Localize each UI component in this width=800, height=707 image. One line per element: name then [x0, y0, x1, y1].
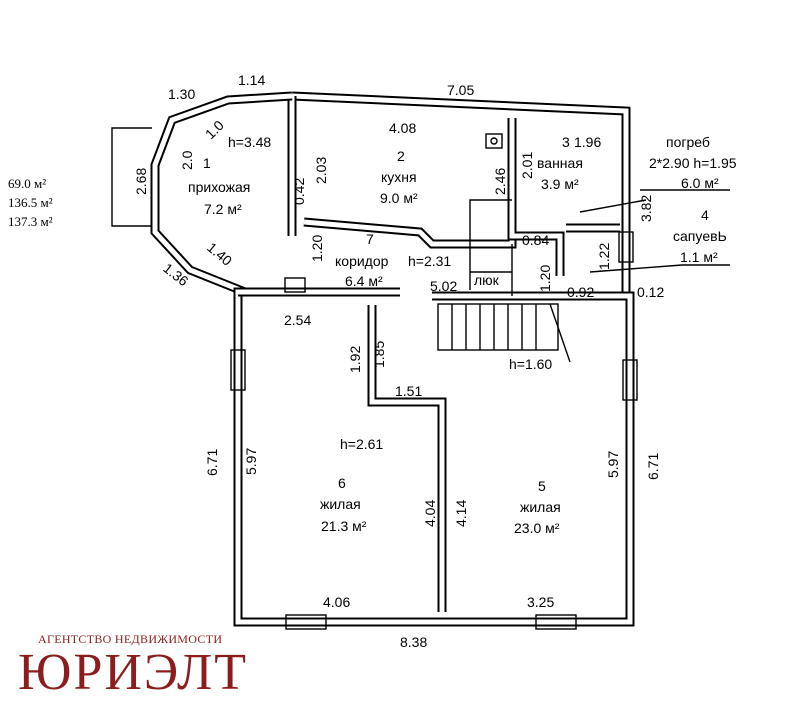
svg-text:3: 3 — [562, 134, 570, 150]
svg-text:коридор: коридор — [335, 253, 389, 269]
svg-text:прихожая: прихожая — [188, 179, 250, 195]
room-1-label: h=3.48 1 прихожая 7.2 м² — [188, 134, 271, 217]
svg-text:3.25: 3.25 — [527, 594, 554, 610]
total-areas: 69.0 м² 136.5 м² 137.3 м² — [8, 174, 53, 231]
svg-text:ванная: ванная — [537, 155, 583, 171]
svg-text:7.05: 7.05 — [447, 82, 474, 98]
room-5-label: 5 жилая 23.0 м² — [514, 478, 561, 536]
svg-text:4.14: 4.14 — [453, 500, 469, 527]
svg-text:7: 7 — [366, 231, 374, 247]
svg-text:1.0: 1.0 — [202, 117, 227, 142]
svg-text:6.4 м²: 6.4 м² — [345, 273, 383, 289]
window — [622, 359, 638, 401]
svg-text:1.1 м²: 1.1 м² — [680, 249, 718, 265]
svg-text:1.40: 1.40 — [204, 239, 235, 269]
sink-icon — [485, 133, 503, 149]
svg-text:6.71: 6.71 — [204, 449, 220, 476]
stairs — [437, 303, 571, 363]
svg-text:21.3 м²: 21.3 м² — [321, 518, 367, 534]
svg-text:0.84: 0.84 — [522, 232, 549, 248]
room-2-label: 2 кухня 9.0 м² — [380, 148, 418, 206]
total-area-1: 69.0 м² — [8, 176, 47, 191]
svg-text:2.03: 2.03 — [313, 157, 329, 184]
brand-tagline: АГЕНТСТВО НЕДВИЖИМОСТИ — [38, 632, 223, 646]
window — [535, 614, 577, 630]
svg-text:4.08: 4.08 — [389, 120, 416, 136]
outer-wall-lower — [233, 287, 635, 627]
windows — [230, 231, 638, 630]
svg-text:4.06: 4.06 — [323, 594, 350, 610]
svg-text:2.68: 2.68 — [133, 168, 149, 195]
svg-text:1.85: 1.85 — [371, 341, 387, 368]
room-7-label: 7 коридор h=2.31 6.4 м² — [335, 231, 451, 289]
svg-text:h=2.31: h=2.31 — [408, 253, 451, 269]
cellar-outline — [469, 199, 647, 296]
brand-logo: ЮРИЭЛТ — [18, 644, 249, 701]
svg-text:1.20: 1.20 — [309, 235, 325, 262]
window — [230, 349, 246, 391]
total-area-2: 136.5 м² — [8, 195, 53, 210]
svg-text:7.2 м²: 7.2 м² — [204, 201, 242, 217]
svg-text:1.30: 1.30 — [168, 86, 195, 102]
svg-text:0.92: 0.92 — [567, 284, 594, 300]
svg-text:0.42: 0.42 — [291, 178, 307, 205]
svg-text:1.92: 1.92 — [347, 346, 363, 373]
svg-text:h=3.48: h=3.48 — [228, 134, 271, 150]
svg-text:5.97: 5.97 — [243, 448, 259, 475]
svg-text:8.38: 8.38 — [400, 634, 427, 650]
svg-text:23.0 м²: 23.0 м² — [514, 520, 560, 536]
bath-partition — [507, 118, 565, 276]
svg-text:2.01: 2.01 — [519, 152, 535, 179]
cellar-label: погреб 2*2.90 h=1.95 6.0 м² — [649, 134, 737, 191]
svg-text:1.96: 1.96 — [574, 134, 601, 150]
hatch-label: люк — [474, 272, 500, 288]
room-6-label: h=2.61 6 жилая 21.3 м² — [320, 436, 383, 534]
room-4-label: 4 сапуeвЬ 1.1 м² — [673, 207, 727, 265]
entrance-porch — [111, 127, 152, 227]
dimension-labels: 1.30 1.14 7.05 4.08 1.96 0.84 5.02 0.92 … — [133, 72, 664, 650]
svg-text:6.71: 6.71 — [645, 453, 661, 480]
stairs-height: h=1.60 — [509, 356, 552, 372]
svg-text:1.14: 1.14 — [238, 72, 265, 88]
svg-text:5: 5 — [538, 478, 546, 494]
svg-text:4.04: 4.04 — [422, 500, 438, 527]
svg-text:4: 4 — [701, 207, 709, 223]
svg-text:1: 1 — [203, 155, 211, 171]
svg-text:2*2.90 h=1.95: 2*2.90 h=1.95 — [649, 155, 737, 171]
svg-text:2.0: 2.0 — [179, 150, 195, 170]
leader-line — [589, 264, 683, 273]
svg-text:h=2.61: h=2.61 — [340, 436, 383, 452]
svg-text:1.22: 1.22 — [596, 243, 612, 270]
svg-text:сапуeвЬ: сапуeвЬ — [673, 228, 727, 244]
window — [284, 277, 306, 293]
svg-text:1.51: 1.51 — [395, 383, 422, 399]
svg-text:жилая: жилая — [520, 499, 561, 515]
svg-text:3.9 м²: 3.9 м² — [541, 176, 579, 192]
svg-text:5.97: 5.97 — [605, 451, 621, 478]
svg-text:2.54: 2.54 — [284, 312, 311, 328]
svg-text:жилая: жилая — [320, 496, 361, 512]
svg-text:погреб: погреб — [666, 134, 710, 150]
svg-text:9.0 м²: 9.0 м² — [380, 190, 418, 206]
svg-text:2: 2 — [397, 148, 405, 164]
svg-text:1.20: 1.20 — [537, 265, 553, 292]
walls — [111, 91, 635, 627]
svg-text:6.0 м²: 6.0 м² — [681, 175, 719, 191]
svg-text:3.82: 3.82 — [638, 195, 654, 222]
svg-text:2.46: 2.46 — [492, 168, 508, 195]
svg-text:6: 6 — [338, 475, 346, 491]
room-3-label: 3 ванная 3.9 м² — [537, 134, 583, 192]
svg-text:0.12: 0.12 — [637, 284, 664, 300]
window — [618, 231, 634, 263]
svg-text:кухня: кухня — [381, 169, 417, 185]
window — [285, 614, 327, 630]
svg-text:5.02: 5.02 — [430, 278, 457, 294]
total-area-3: 137.3 м² — [8, 214, 53, 229]
